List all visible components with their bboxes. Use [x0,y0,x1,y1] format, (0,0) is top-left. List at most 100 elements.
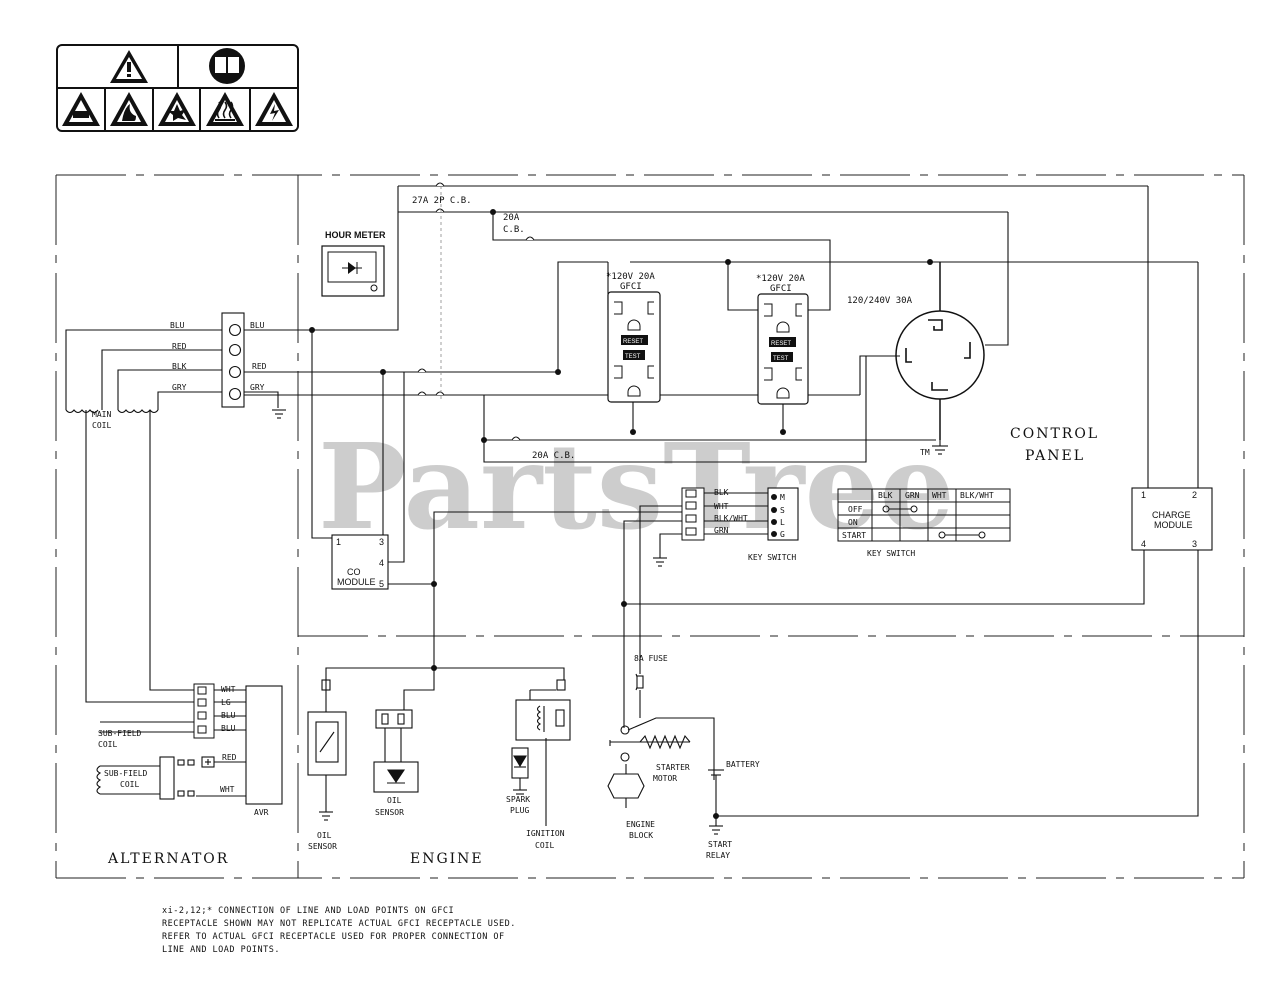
footnote-line: LINE AND LOAD POINTS. [162,945,280,955]
key-switch-table [837,488,1011,542]
sub-field-lower-coil [96,756,215,800]
read-manual-icon [209,48,245,84]
fire-hazard-icon [110,92,148,126]
co-module [331,534,389,590]
co-module-pin-3: 3 [379,537,384,547]
starter-motor-label-1: STARTER [656,763,690,772]
charge-module-pin-2: 2 [1192,490,1197,500]
avr-box [245,685,283,805]
avr-connector [193,683,215,739]
fuse-label: 8A FUSE [634,654,668,663]
ks-terminal-g: G [780,530,785,539]
avr-label: AVR [254,808,269,817]
key-switch-box [767,487,799,541]
battery-label: BATTERY [726,760,760,769]
engine-block-label-2: BLOCK [629,831,653,840]
kst-row-off: OFF [848,505,863,514]
ks-terminal-l: L [780,518,785,527]
ks-wire-blk: BLK [714,488,729,497]
start-relay-label-2: RELAY [706,851,730,860]
gfci-right: *120V 20A GFCI RESET TEST [756,274,809,405]
key-switch-connector [681,487,705,541]
kst-row-on: ON [848,518,858,527]
ignition-coil [511,679,571,795]
ks-wire-grn: GRN [714,526,729,535]
exhaust-hazard-icon [62,92,100,126]
avr-wire-red: RED [222,753,237,762]
co-module-label-1: CO [347,567,361,577]
charge-module-label-1: CHARGE [1152,510,1191,520]
spark-plug-label-1: SPARK [506,795,530,804]
ks-wire-blkwht: BLK/WHT [714,514,748,523]
ignition-coil-label-2: COIL [535,841,554,850]
junction-dots [309,209,933,819]
oil-sensor-1-label-2: SENSOR [308,842,337,851]
avr-wire-wht: WHT [221,685,236,694]
starter-circuit [607,673,724,835]
avr-wire-blu-2: BLU [221,724,236,733]
hour-meter: HOUR METER [321,230,386,297]
co-module-pin-5: 5 [379,579,384,589]
sub-field-lower-1: SUB-FIELD [104,769,148,778]
wire-gry-right: GRY [250,383,265,392]
twistlock-receptacle [895,262,985,440]
ground-icon [272,409,286,419]
gfci-left-type: GFCI [620,282,642,292]
gfci-left-rating: *120V 20A [606,272,655,282]
engine-block-label-1: ENGINE [626,820,655,829]
co-module-label-2: MODULE [337,577,376,587]
footnotes: xi-2,12;* CONNECTION OF LINE AND LOAD PO… [162,905,722,957]
sub-field-lower-2: COIL [120,780,139,789]
avr-wire-wht-2: WHT [220,785,235,794]
alternator-label: ALTERNATOR [107,851,229,867]
breaker-humps [417,182,535,441]
control-panel-label-1: CONTROL [1010,426,1099,442]
hot-surface-icon [206,92,244,126]
terminal-block [221,312,245,408]
charge-module-label-2: MODULE [1154,520,1193,530]
avr-wire-lg: LG [221,698,231,707]
hour-meter-label: HOUR METER [325,230,386,240]
gfci-left-reset: RESET [623,339,643,345]
ks-terminal-m: M [780,493,785,502]
wire-blu-right: BLU [250,321,265,330]
explosion-hazard-icon [158,92,196,126]
section-borders [55,174,1245,879]
wire-gry-left: GRY [172,383,187,392]
gfci-left: *120V 20A GFCI RESET TEST [606,272,661,403]
cb20-top-label-2: C.B. [503,225,525,235]
kst-header-wht: WHT [932,491,947,500]
ks-wire-wht: WHT [714,502,729,511]
sub-field-upper-1: SUB-FIELD [98,729,142,738]
key-switch-label: KEY SWITCH [748,553,796,562]
oil-sensor-2-label-2: SENSOR [375,808,404,817]
gfci-right-test: TEST [773,356,789,362]
control-panel-label-2: PANEL [1025,448,1085,464]
wire-red-left: RED [172,342,187,351]
twistlock-ground-icon [932,440,948,455]
ignition-coil-label-1: IGNITION [526,829,565,838]
co-module-pin-4: 4 [379,558,384,568]
cb20-bottom-label: 20A C.B. [532,451,575,461]
gfci-right-reset: RESET [771,341,791,347]
main-breaker-label: 27A 2P C.B. [412,196,472,206]
main-coil-label-2: COIL [92,421,111,430]
charge-module-pin-3: 3 [1192,539,1197,549]
start-relay-label-1: START [708,840,732,849]
charge-module-pin-1: 1 [1141,490,1146,500]
wires [65,185,1199,826]
cb20-top-label: 20A [503,213,520,223]
sub-field-upper-2: COIL [98,740,117,749]
gfci-right-type: GFCI [770,284,792,294]
co-module-pin-1: 1 [336,537,341,547]
twistlock-label: 120/240V 30A [847,296,913,306]
wire-red-right: RED [252,362,267,371]
warning-icon-panel [56,44,299,132]
kst-header-blkwht: BLK/WHT [960,491,994,500]
kst-header-grn: GRN [905,491,920,500]
wire-blk-left: BLK [172,362,187,371]
charge-module [1131,487,1213,551]
oil-sensor-2 [373,709,419,793]
footnote-line: RECEPTACLE SHOWN MAY NOT REPLICATE ACTUA… [162,919,516,929]
